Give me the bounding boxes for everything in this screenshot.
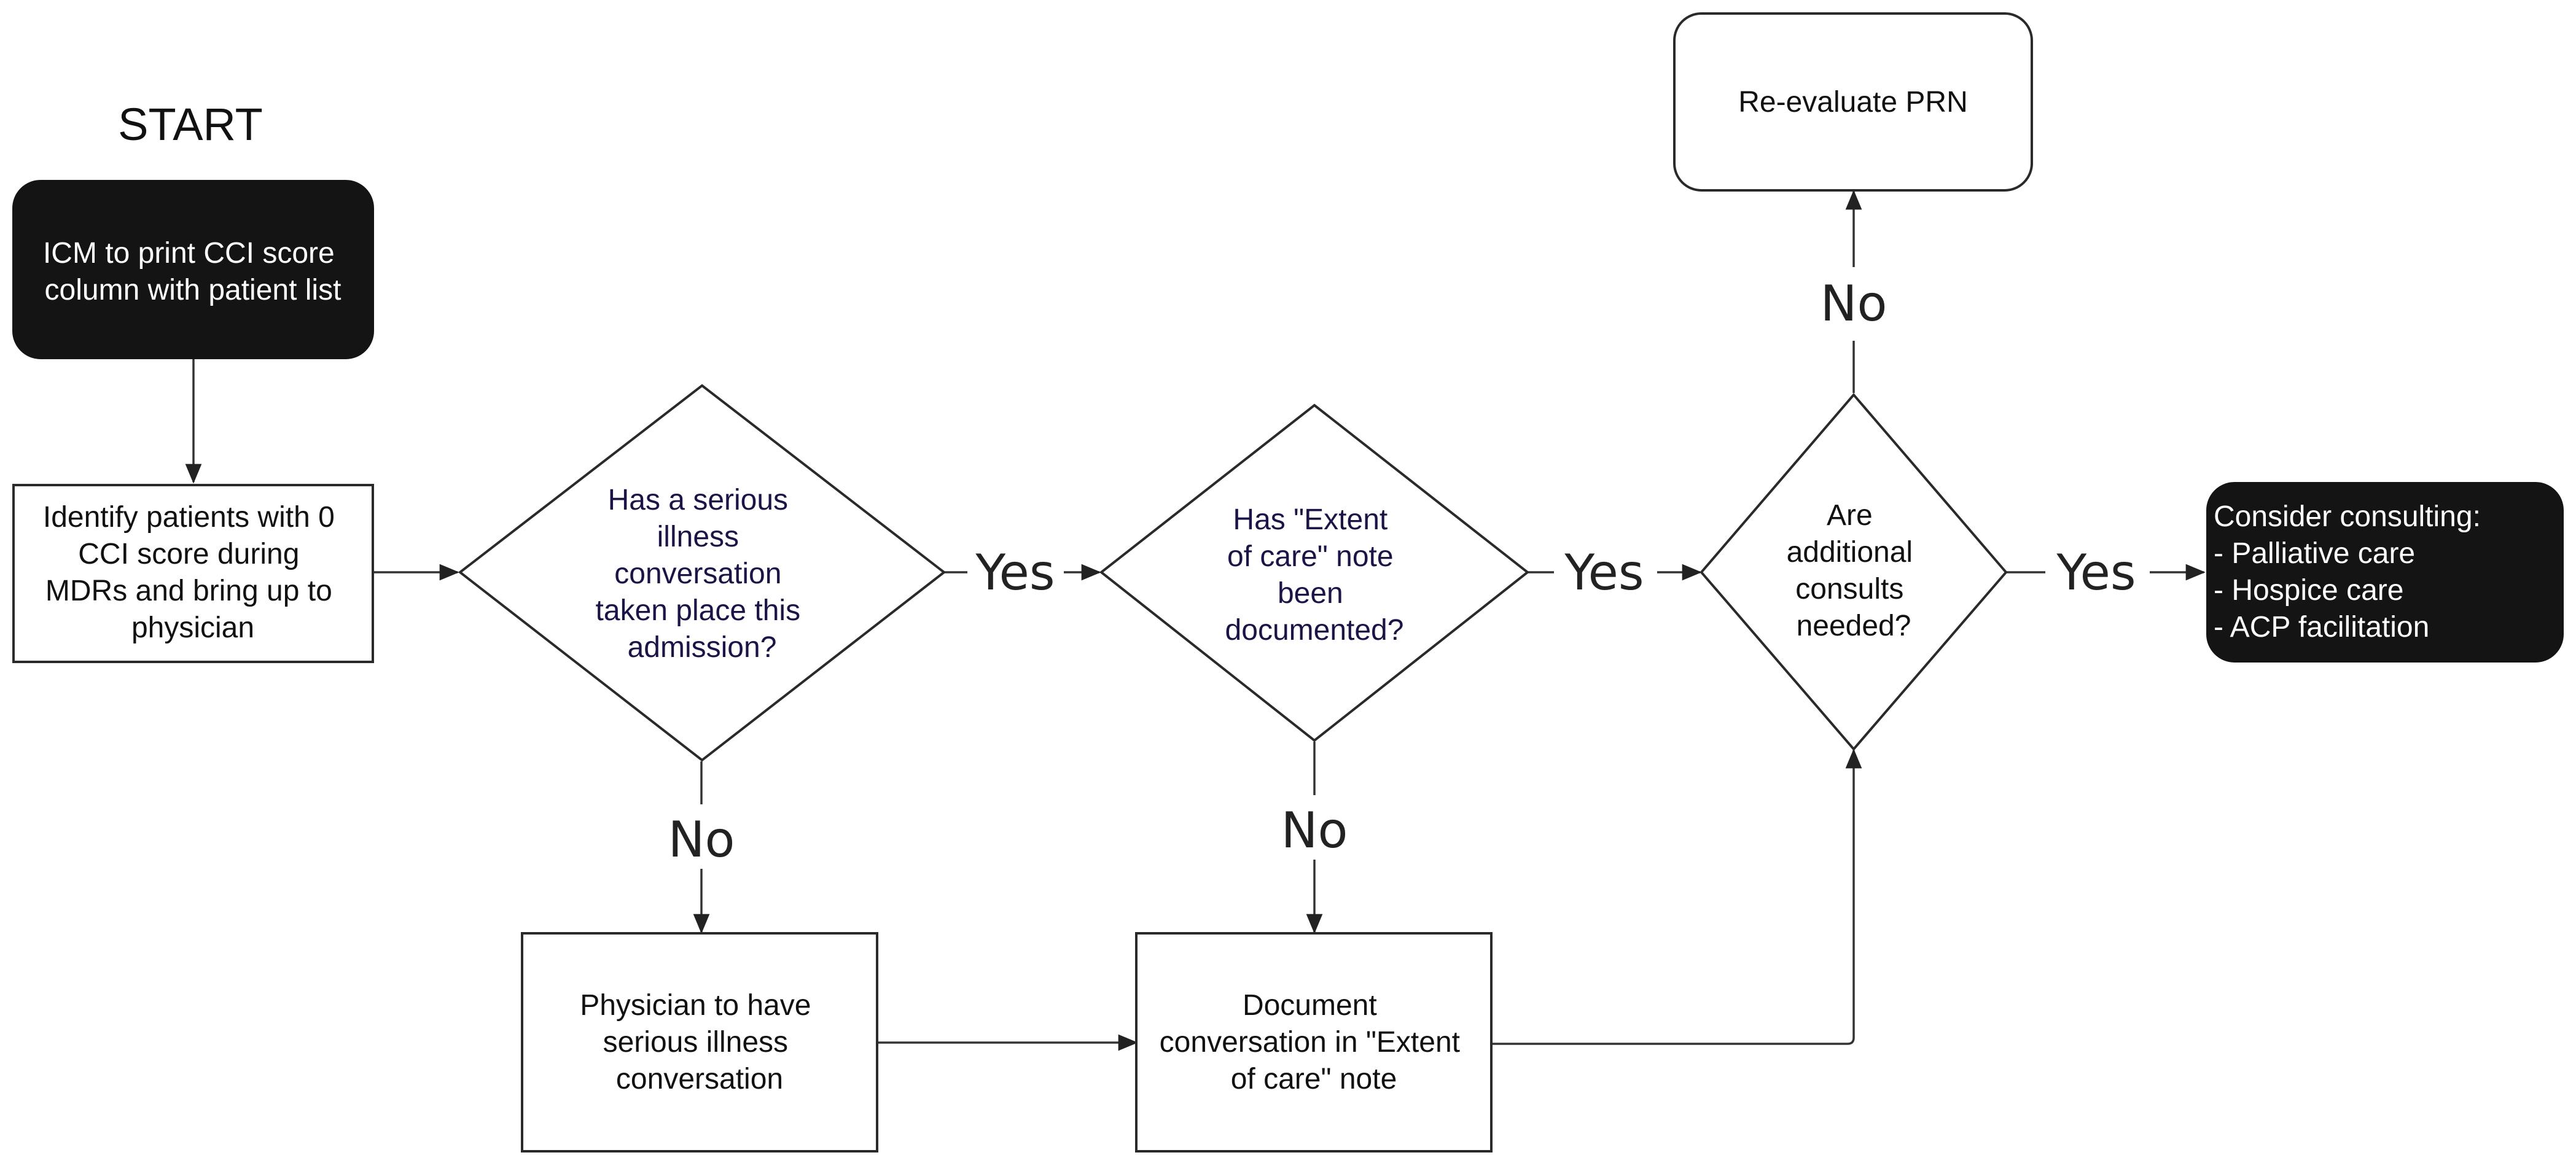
node-question-serious-illness-line: admission? xyxy=(628,631,777,664)
node-consider-consulting-line: - ACP facilitation xyxy=(2214,611,2429,643)
node-question-extent-of-care-line: Has "Extent xyxy=(1233,503,1388,536)
node-icm-line: column with patient list xyxy=(45,274,342,306)
node-reevaluate: Re-evaluate PRN xyxy=(1673,12,2033,192)
node-question-additional-consults-line: additional xyxy=(1787,536,1913,569)
node-physician-conversation: Physician to have serious illness conver… xyxy=(521,932,878,1152)
node-question-additional-consults-line: Are xyxy=(1827,499,1873,532)
node-document-conversation: Document conversation in "Extent of care… xyxy=(1135,932,1493,1152)
node-document-conversation-shape xyxy=(1135,932,1493,1152)
node-identify: Identify patients with 0 CCI score durin… xyxy=(12,484,374,663)
node-question-serious-illness-line: taken place this xyxy=(596,594,801,627)
node-identify-line: physician xyxy=(131,612,254,644)
node-reevaluate-line: Re-evaluate PRN xyxy=(1738,86,1968,119)
node-reevaluate-text: Re-evaluate PRN xyxy=(1738,86,1968,119)
node-question-serious-illness-line: conversation xyxy=(614,558,781,590)
node-consider-consulting-text: Consider consulting: - Palliative care -… xyxy=(2214,500,2489,643)
node-icm-shape xyxy=(12,180,374,359)
node-identify-line: MDRs and bring up to xyxy=(45,575,332,607)
node-physician-conversation-line: conversation xyxy=(616,1063,783,1095)
edge-label-extent-yes: Yes xyxy=(1564,544,1644,601)
node-icm: ICM to print CCI score column with patie… xyxy=(12,180,374,359)
node-question-serious-illness-line: illness xyxy=(657,521,739,553)
node-question-extent-of-care-line: documented? xyxy=(1225,614,1404,647)
node-consider-consulting-line: - Palliative care xyxy=(2214,537,2415,570)
node-identify-text: Identify patients with 0 CCI score durin… xyxy=(43,501,343,644)
node-document-conversation-line: conversation in "Extent xyxy=(1160,1026,1460,1059)
node-question-extent-of-care-shape xyxy=(1099,403,1530,742)
node-question-extent-of-care: Has "Extent of care" note been documente… xyxy=(1099,403,1530,742)
connector-document-to-consults xyxy=(1491,748,1862,1045)
node-question-serious-illness: Has a serious illness conversation taken… xyxy=(458,384,946,762)
node-physician-conversation-line: serious illness xyxy=(603,1026,788,1059)
connectors xyxy=(185,190,2206,1051)
node-question-additional-consults-line: consults xyxy=(1795,573,1903,605)
node-identify-line: CCI score during xyxy=(78,538,299,570)
node-identify-shape xyxy=(12,484,374,663)
edge-label-serious-yes: Yes xyxy=(975,544,1055,601)
edge-label-extent-no: No xyxy=(1281,802,1348,859)
node-question-additional-consults-text: Are additional consults needed? xyxy=(1787,499,1921,642)
node-document-conversation-line: Document xyxy=(1243,989,1377,1022)
node-physician-conversation-text: Physician to have serious illness conver… xyxy=(580,989,819,1095)
node-consider-consulting-line: - Hospice care xyxy=(2214,574,2403,607)
node-identify-line: Identify patients with 0 xyxy=(43,501,335,534)
node-physician-conversation-shape xyxy=(521,932,878,1152)
node-question-serious-illness-shape xyxy=(458,384,946,762)
start-label: START xyxy=(118,99,263,150)
node-physician-conversation-line: Physician to have xyxy=(580,989,811,1022)
node-question-serious-illness-text: Has a serious illness conversation taken… xyxy=(596,484,809,664)
node-question-additional-consults-line: needed? xyxy=(1797,610,1911,642)
edge-label-serious-no: No xyxy=(668,811,735,868)
node-question-extent-of-care-line: been xyxy=(1278,577,1343,610)
node-question-additional-consults-shape xyxy=(1700,392,2008,752)
node-question-extent-of-care-line: of care" note xyxy=(1227,540,1394,573)
node-consider-consulting-shape xyxy=(2206,482,2564,663)
node-document-conversation-text: Document conversation in "Extent of care… xyxy=(1160,989,1469,1095)
node-document-conversation-line: of care" note xyxy=(1231,1063,1397,1095)
node-question-extent-of-care-text: Has "Extent of care" note been documente… xyxy=(1225,503,1404,647)
node-question-serious-illness-line: Has a serious xyxy=(608,484,788,516)
node-icm-text: ICM to print CCI score column with patie… xyxy=(43,237,343,306)
edge-label-consults-no: No xyxy=(1821,275,1887,332)
node-consider-consulting: Consider consulting: - Palliative care -… xyxy=(2206,482,2564,663)
node-question-additional-consults: Are additional consults needed? xyxy=(1700,392,2008,752)
node-icm-line: ICM to print CCI score xyxy=(43,237,335,270)
edge-label-consults-yes: Yes xyxy=(2056,544,2136,601)
node-consider-consulting-line: Consider consulting: xyxy=(2214,500,2481,533)
node-reevaluate-shape xyxy=(1673,12,2033,192)
